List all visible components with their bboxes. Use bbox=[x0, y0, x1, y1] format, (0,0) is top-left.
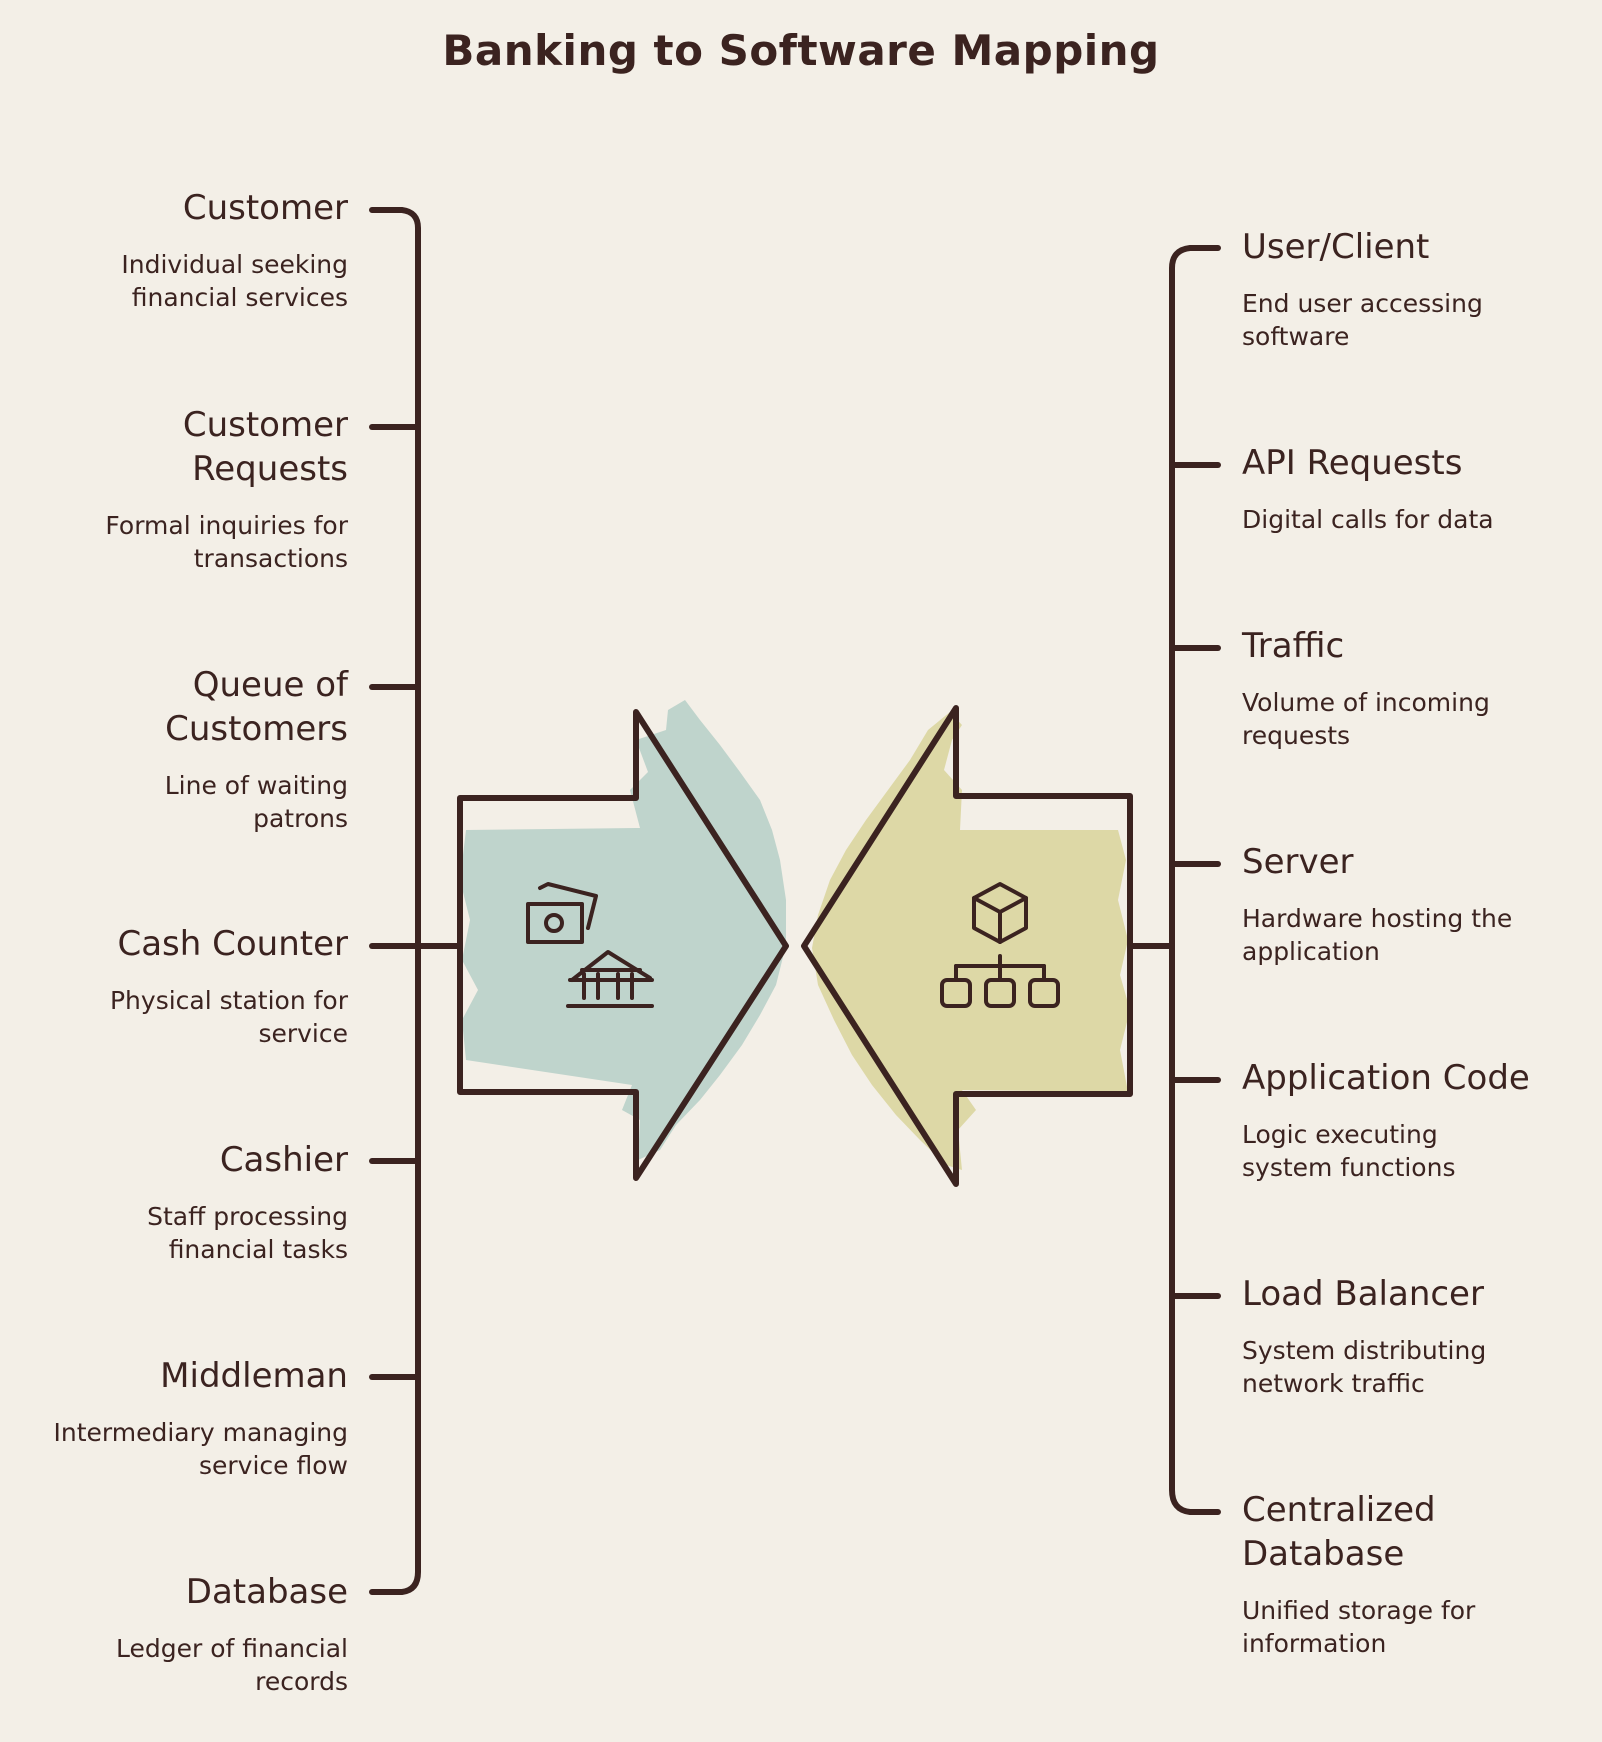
left-brace bbox=[369, 207, 463, 1595]
node-label: Customer bbox=[182, 188, 348, 228]
node-description: Ledger of financial records bbox=[116, 1634, 348, 1696]
node-description: Intermediary managing service flow bbox=[53, 1418, 349, 1480]
node-description: Volume of incoming requests bbox=[1242, 688, 1490, 750]
right-node-traffic: Traffic Volume of incoming requests bbox=[1242, 624, 1572, 752]
node-description: Formal inquiries for transactions bbox=[105, 511, 348, 573]
right-node-load-balancer: Load Balancer System distributing networ… bbox=[1242, 1272, 1572, 1400]
cube-hierarchy-icon bbox=[940, 882, 1060, 1008]
node-label: User/Client bbox=[1242, 227, 1430, 267]
left-arrow bbox=[457, 700, 789, 1181]
node-label: Traffic bbox=[1242, 626, 1345, 666]
left-node-middleman: Middleman Intermediary managing service … bbox=[8, 1354, 349, 1482]
node-description: Hardware hosting the application bbox=[1242, 904, 1513, 966]
diagram-title: Banking to Software Mapping bbox=[442, 26, 1160, 75]
node-label: Customer Requests bbox=[182, 405, 348, 489]
node-label: Queue of Customers bbox=[165, 665, 348, 749]
node-description: System distributing network traffic bbox=[1242, 1336, 1487, 1398]
node-description: Physical station for service bbox=[109, 986, 348, 1048]
left-node-customer: Customer Individual seeking financial se… bbox=[8, 186, 348, 314]
node-label: Application Code bbox=[1242, 1058, 1530, 1098]
right-node-server: Server Hardware hosting the application bbox=[1242, 840, 1572, 968]
bank-money-icon bbox=[526, 882, 654, 1008]
right-arrow bbox=[801, 705, 1133, 1187]
node-label: Cash Counter bbox=[117, 924, 348, 964]
node-description: Individual seeking financial services bbox=[121, 250, 348, 312]
right-arrow-fill bbox=[812, 712, 1130, 1170]
node-label: Middleman bbox=[160, 1356, 348, 1396]
node-label: API Requests bbox=[1242, 443, 1463, 483]
node-description: Digital calls for data bbox=[1242, 505, 1494, 534]
node-description: Logic executing system functions bbox=[1242, 1120, 1456, 1182]
node-label: Cashier bbox=[219, 1140, 348, 1180]
right-node-application-code: Application Code Logic executing system … bbox=[1242, 1056, 1572, 1184]
right-brace bbox=[1127, 245, 1221, 1515]
node-description: Unified storage for information bbox=[1242, 1596, 1476, 1658]
right-arrow-outline bbox=[801, 705, 1133, 1187]
node-description: End user accessing software bbox=[1242, 289, 1483, 351]
node-label: Load Balancer bbox=[1242, 1274, 1484, 1314]
node-description: Staff processing financial tasks bbox=[147, 1202, 348, 1264]
node-label: Database bbox=[185, 1572, 348, 1612]
node-label: Server bbox=[1242, 842, 1354, 882]
left-node-customer-requests: Customer Requests Formal inquiries for t… bbox=[8, 403, 348, 575]
left-node-queue: Queue of Customers Line of waiting patro… bbox=[8, 663, 348, 835]
right-node-api-requests: API Requests Digital calls for data bbox=[1242, 441, 1572, 536]
left-node-cashier: Cashier Staff processing financial tasks bbox=[8, 1138, 348, 1266]
right-node-centralized-database: Centralized Database Unified storage for… bbox=[1242, 1488, 1572, 1660]
right-node-user-client: User/Client End user accessing software bbox=[1242, 225, 1572, 353]
node-label: Centralized Database bbox=[1242, 1490, 1436, 1574]
node-description: Line of waiting patrons bbox=[164, 771, 348, 833]
left-node-database: Database Ledger of financial records bbox=[8, 1570, 348, 1698]
left-node-cash-counter: Cash Counter Physical station for servic… bbox=[8, 922, 348, 1050]
left-arrow-outline bbox=[457, 709, 789, 1181]
